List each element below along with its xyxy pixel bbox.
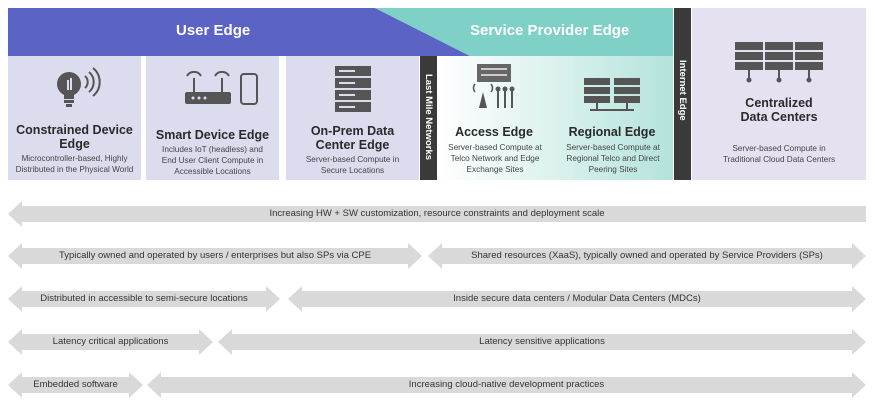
- arrow-cloud-native: Increasing cloud-native development prac…: [147, 372, 866, 398]
- router-phone-icon: [146, 62, 279, 114]
- edge-banner: User Edge Service Provider Edge: [0, 0, 875, 62]
- onprem-dc-desc: Server-based Compute in Secure Locations: [305, 155, 400, 175]
- arrow-cloud-native-label: Increasing cloud-native development prac…: [408, 379, 605, 390]
- internet-edge-divider: Internet Edge: [674, 56, 691, 180]
- arrow-latency-critical: Latency critical applications: [8, 329, 213, 355]
- arrow-scale: Increasing HW + SW customization, resour…: [8, 201, 866, 227]
- arrow-latency-critical-label: Latency critical applications: [52, 336, 169, 347]
- arrow-secure-dc-label: Inside secure data centers / Modular Dat…: [453, 293, 701, 304]
- arrow-latency-sensitive: Latency sensitive applications: [218, 329, 866, 355]
- arrow-shared-sp-label: Shared resources (XaaS), typically owned…: [471, 250, 823, 261]
- server-cluster-icon: [556, 62, 668, 114]
- last-mile-divider: Last Mile Networks: [420, 56, 437, 180]
- onprem-dc-column: On-Prem Data Center Edge Server-based Co…: [286, 56, 419, 180]
- service-provider-edge-label: Service Provider Edge: [470, 22, 630, 39]
- last-mile-label: Last Mile Networks: [423, 74, 434, 161]
- onprem-dc-title: On-Prem Data Center Edge: [310, 124, 395, 152]
- user-edge-label: User Edge: [176, 22, 251, 39]
- regional-edge-desc: Server-based Compute at Regional Telco a…: [566, 143, 660, 174]
- arrow-embedded-label: Embedded software: [33, 379, 118, 390]
- centralized-dc-desc: Server-based Compute in Traditional Clou…: [722, 144, 836, 164]
- smart-device-title: Smart Device Edge: [155, 128, 270, 142]
- access-edge-column: Access Edge Server-based Compute at Telc…: [438, 56, 550, 180]
- internet-edge-label: Internet Edge: [677, 60, 688, 121]
- cell-tower-icon: [438, 62, 550, 114]
- regional-edge-column: Regional Edge Server-based Compute at Re…: [556, 56, 668, 180]
- constrained-device-column: Constrained Device Edge Microcontroller-…: [8, 56, 141, 180]
- arrow-distributed: Distributed in accessible to semi-secure…: [8, 286, 280, 312]
- data-center-icon: [692, 34, 866, 94]
- server-rack-icon: [286, 62, 419, 114]
- arrow-secure-dc: Inside secure data centers / Modular Dat…: [288, 286, 866, 312]
- constrained-device-desc: Microcontroller-based, Highly Distribute…: [15, 154, 134, 174]
- centralized-dc-column: Centralized Data Centers Server-based Co…: [692, 42, 866, 180]
- banner-shapes: [8, 8, 866, 58]
- arrow-owned-users: Typically owned and operated by users / …: [8, 243, 422, 269]
- internet-edge-top: [674, 8, 691, 58]
- arrow-shared-sp: Shared resources (XaaS), typically owned…: [428, 243, 866, 269]
- arrow-distributed-label: Distributed in accessible to semi-secure…: [40, 293, 248, 304]
- centralized-dc-title: Centralized Data Centers: [740, 96, 818, 124]
- arrow-latency-sensitive-label: Latency sensitive applications: [479, 336, 605, 347]
- smart-device-column: Smart Device Edge Includes IoT (headless…: [146, 56, 279, 180]
- regional-edge-title: Regional Edge: [568, 125, 656, 139]
- access-edge-desc: Server-based Compute at Telco Network an…: [448, 143, 542, 174]
- smart-bulb-icon: [8, 62, 141, 114]
- constrained-device-title: Constrained Device Edge: [16, 123, 133, 151]
- smart-device-desc: Includes IoT (headless) and End User Cli…: [161, 145, 264, 176]
- user-edge-region: [8, 8, 470, 56]
- access-edge-title: Access Edge: [455, 125, 533, 139]
- service-provider-region: [375, 8, 673, 56]
- arrow-scale-label: Increasing HW + SW customization, resour…: [269, 208, 605, 219]
- arrow-owned-users-label: Typically owned and operated by users / …: [58, 250, 372, 261]
- arrow-embedded: Embedded software: [8, 372, 143, 398]
